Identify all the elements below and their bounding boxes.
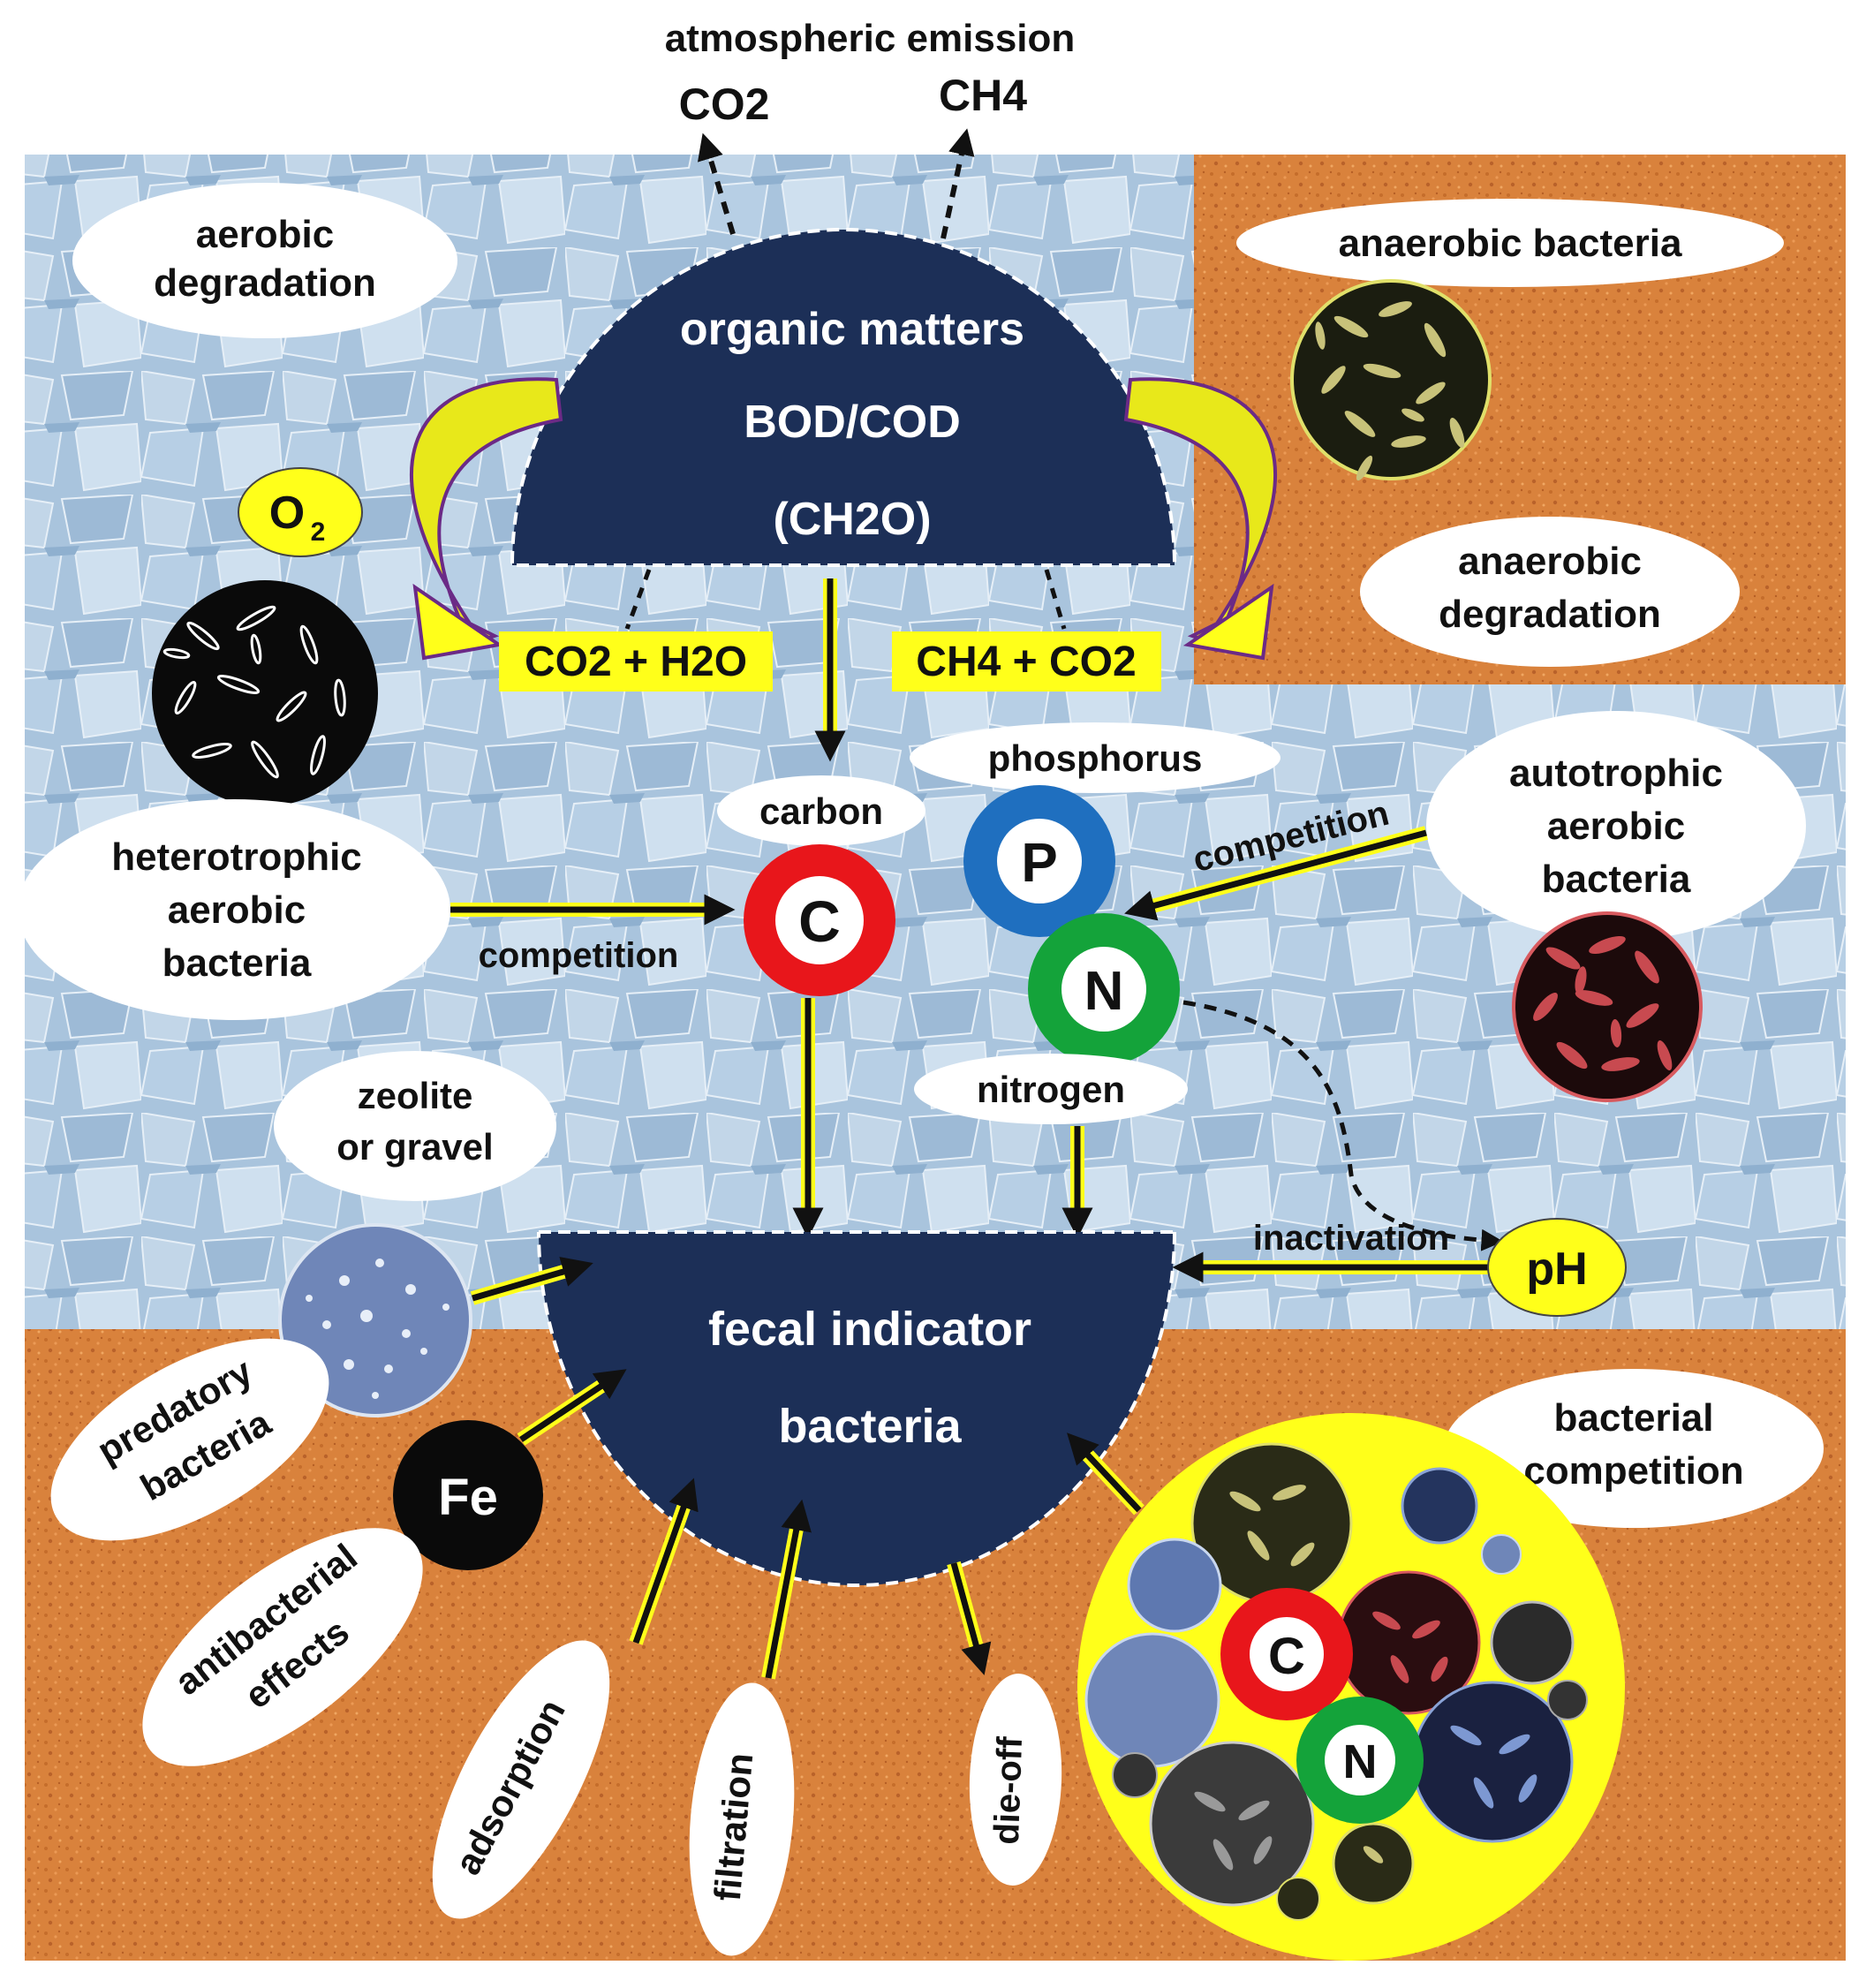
predatory-arrow (472, 1257, 593, 1302)
dieoff-oval (969, 1674, 1062, 1886)
heterotrophic-oval (18, 799, 450, 1020)
phosphorus-oval (910, 722, 1281, 793)
autotrophic-bacteria-label: bacteria (1542, 858, 1691, 901)
aerobic-curved-arrowhead (412, 583, 504, 661)
iron-arrow (519, 1369, 627, 1442)
phosphorus-label: phosphorus (988, 737, 1203, 779)
nitrogen-label: nitrogen (977, 1069, 1125, 1110)
organic-matter-body (510, 228, 1176, 565)
filtration-arrow (765, 1499, 812, 1679)
ch4-emission-arrow (941, 128, 975, 239)
carbon-node: C (744, 844, 895, 996)
cluster-carbon-symbol: C (1268, 1628, 1305, 1685)
zeolite-label: zeolite (358, 1075, 473, 1116)
co2-emission-label: CO2 (679, 79, 770, 129)
aerobic-product-link (624, 569, 652, 630)
iron-symbol: Fe (438, 1469, 498, 1526)
autotrophic-bacteria-colony (1512, 911, 1703, 1102)
anaerobic-bacteria-colony (1290, 279, 1492, 481)
anaerobic-degradation-label: degradation (1439, 593, 1661, 636)
heterotrophic-aerobic-label: aerobic (168, 888, 306, 932)
competition-cluster-arrow (1067, 1432, 1142, 1513)
nitrogen-oval (914, 1054, 1188, 1124)
aerobic-degradation-oval (72, 183, 457, 338)
atmospheric-emission-label: atmospheric emission (665, 17, 1076, 60)
co2-emission-arrow (697, 132, 736, 235)
zeolite-oval (274, 1051, 556, 1201)
dieoff-label: die-off (987, 1735, 1030, 1845)
predatory-bacteria-sphere (278, 1223, 472, 1417)
dieoff-arrow (950, 1562, 992, 1675)
autotrophic-oval (1426, 711, 1806, 941)
ch4-co2-label: CH4 + CO2 (916, 639, 1136, 685)
anaerobic-curved-arrowhead (1182, 583, 1274, 661)
left-competition-label: competition (479, 936, 679, 975)
degradation-label: degradation (154, 261, 376, 305)
antibacterial-oval (142, 1528, 423, 1766)
heterotrophic-bacteria-label: bacteria (162, 941, 312, 985)
oxygen-badge: O 2 (238, 467, 363, 557)
autotrophic-label: autotrophic (1509, 752, 1723, 795)
anaerobic-product-link (1044, 569, 1067, 630)
right-competition-arrow (1124, 829, 1427, 921)
ch4-emission-label: CH4 (939, 71, 1027, 120)
oxygen-subscript: 2 (311, 518, 326, 547)
bacterial-competition-label: competition (1523, 1449, 1743, 1493)
gravel-label: or gravel (336, 1126, 493, 1168)
anaerobic-bacteria-label: anaerobic bacteria (1339, 222, 1682, 265)
anaerobic-label: anaerobic (1458, 540, 1642, 583)
nitrogen-node: N (1028, 913, 1180, 1065)
bacterial-competition-cluster: C N (1077, 1413, 1625, 1961)
ph-label: pH (1526, 1243, 1587, 1295)
heterotrophic-label: heterotrophic (111, 835, 362, 879)
co2-h2o-label: CO2 + H2O (525, 639, 747, 685)
anaerobic-bacteria-oval (1236, 199, 1784, 287)
carbon-label: carbon (759, 790, 883, 832)
carbon-oval (717, 775, 925, 846)
nitrogen-to-ph-dashed-arrow (1182, 1000, 1504, 1251)
bod-cod-label: BOD/COD (744, 397, 961, 448)
aerobic-product-box (499, 631, 773, 692)
phosphorus-node: P (963, 785, 1115, 937)
anaerobic-product-box (892, 631, 1161, 692)
carbon-symbol: C (798, 888, 841, 954)
bacterial-label: bacterial (1554, 1396, 1714, 1440)
oxygen-symbol: O (269, 488, 305, 539)
adsorption-oval (432, 1640, 610, 1919)
phosphorus-symbol: P (1021, 833, 1057, 894)
inactivation-label: inactivation (1253, 1219, 1449, 1258)
aerobic-label: aerobic (196, 213, 335, 256)
predatory-oval (50, 1338, 329, 1541)
autotrophic-aerobic-label: aerobic (1547, 805, 1686, 848)
ch2o-label: (CH2O) (773, 494, 931, 545)
filtration-oval (689, 1682, 795, 1956)
iron-node (393, 1420, 543, 1570)
ph-badge (1487, 1218, 1627, 1317)
fecal-bacteria-label: bacteria (778, 1400, 962, 1453)
organic-matters-label: organic matters (680, 304, 1024, 355)
adsorption-arrow (632, 1478, 699, 1644)
anaerobic-degradation-oval (1360, 517, 1740, 667)
fecal-indicator-label: fecal indicator (708, 1303, 1031, 1356)
nitrogen-symbol: N (1084, 961, 1124, 1022)
heterotrophic-bacteria-colony (152, 580, 378, 806)
cluster-nitrogen-symbol: N (1343, 1735, 1378, 1788)
